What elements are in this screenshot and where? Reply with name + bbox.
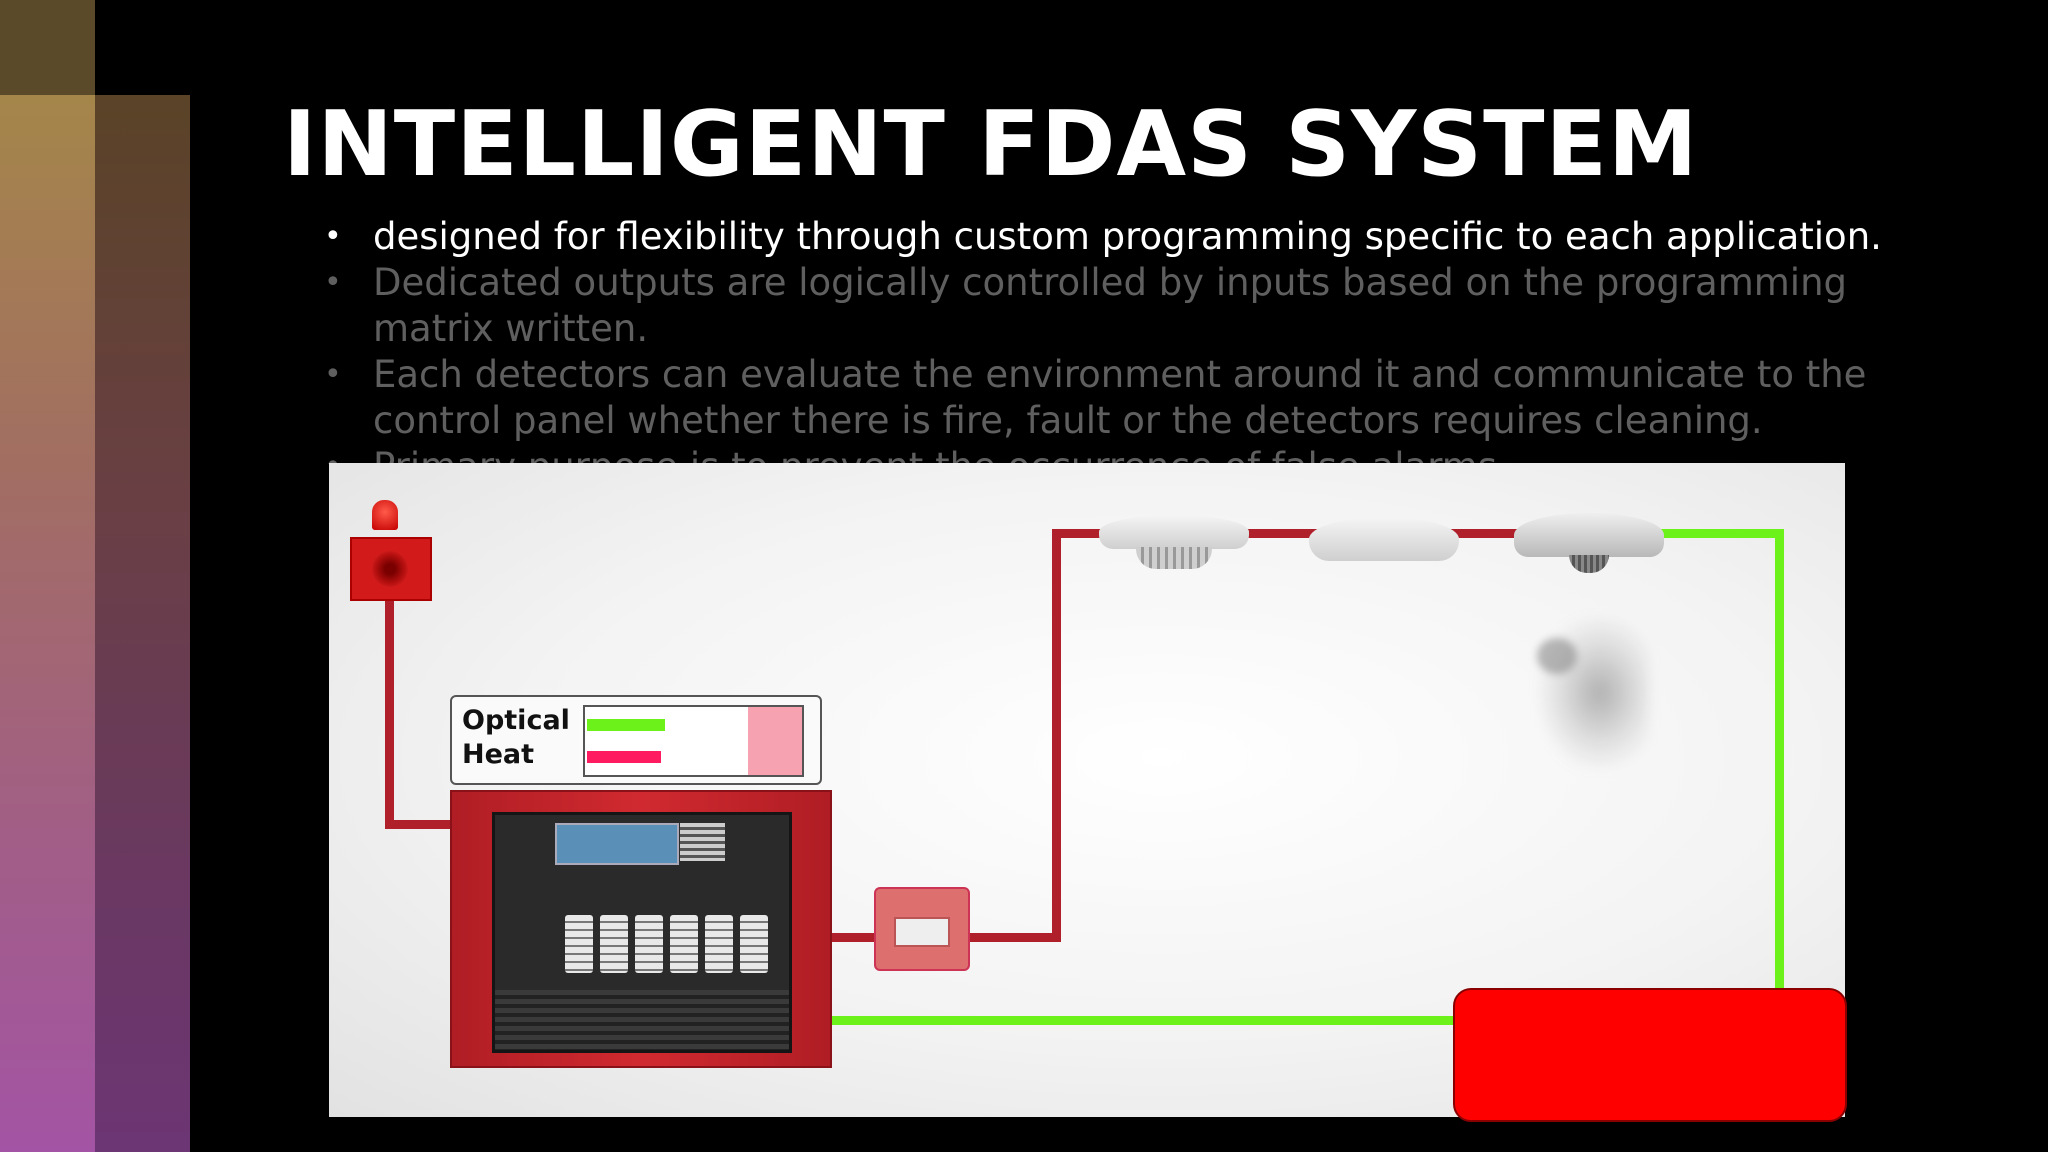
alarm-threshold-zone (748, 707, 802, 775)
bullet-item: designed for flexibility through custom … (324, 214, 1884, 260)
smoke-puff (1537, 638, 1577, 674)
wire-return-vertical (1775, 529, 1784, 989)
panel-cabinet (492, 812, 792, 1053)
strobe-sounder-icon (350, 537, 432, 601)
decor-stripe-top (0, 0, 95, 95)
strobe-light-icon (372, 500, 398, 530)
speaker-icon (372, 551, 408, 587)
panel-indicators (680, 823, 725, 861)
decor-stripe-left (0, 95, 95, 1152)
manual-call-point-icon (874, 887, 970, 971)
sensor-status-box: Optical Heat (450, 695, 822, 785)
wire-return-bottom (828, 1016, 1458, 1025)
fdas-diagram: Optical Heat (329, 463, 1845, 1117)
wire-callpoint-out (966, 933, 1061, 942)
panel-module (670, 915, 698, 973)
detector-base (1309, 517, 1459, 561)
optical-label: Optical (462, 705, 570, 736)
wire-sounder-horizontal (385, 820, 455, 829)
decor-stripe-inner (95, 95, 190, 1152)
panel-module (635, 915, 663, 973)
alarm-indicator-box (1453, 988, 1847, 1122)
panel-module (565, 915, 593, 973)
detector-head (1569, 555, 1609, 573)
panel-module (740, 915, 768, 973)
bullet-item: Each detectors can evaluate the environm… (324, 352, 1884, 444)
optical-level-bar (587, 719, 665, 731)
sensor-meter (583, 705, 804, 777)
heat-label: Heat (462, 739, 535, 770)
detector-head (1136, 547, 1212, 569)
bullet-item: Dedicated outputs are logically controll… (324, 260, 1884, 352)
smoke-detector-icon (1309, 517, 1459, 567)
fire-alarm-control-panel (450, 790, 832, 1068)
slide-title: INTELLIGENT FDAS SYSTEM (283, 92, 1699, 197)
heat-level-bar (587, 751, 661, 763)
detector-base (1099, 515, 1249, 549)
panel-terminal-strip (495, 990, 789, 1050)
panel-display (555, 823, 679, 865)
bullet-list: designed for flexibility through custom … (324, 214, 1884, 464)
wire-loop-vertical (1052, 529, 1061, 942)
wire-panel-callpoint (828, 933, 878, 942)
multi-sensor-detector-icon (1514, 513, 1664, 593)
panel-module (600, 915, 628, 973)
panel-module (705, 915, 733, 973)
wire-sounder-vertical (385, 593, 394, 829)
heat-detector-icon (1099, 515, 1249, 575)
wire-return-top (1659, 529, 1784, 538)
detector-base (1514, 513, 1664, 557)
bullet-item: Primary purpose is to prevent the occurr… (324, 444, 1884, 464)
call-point-glass (894, 917, 950, 947)
